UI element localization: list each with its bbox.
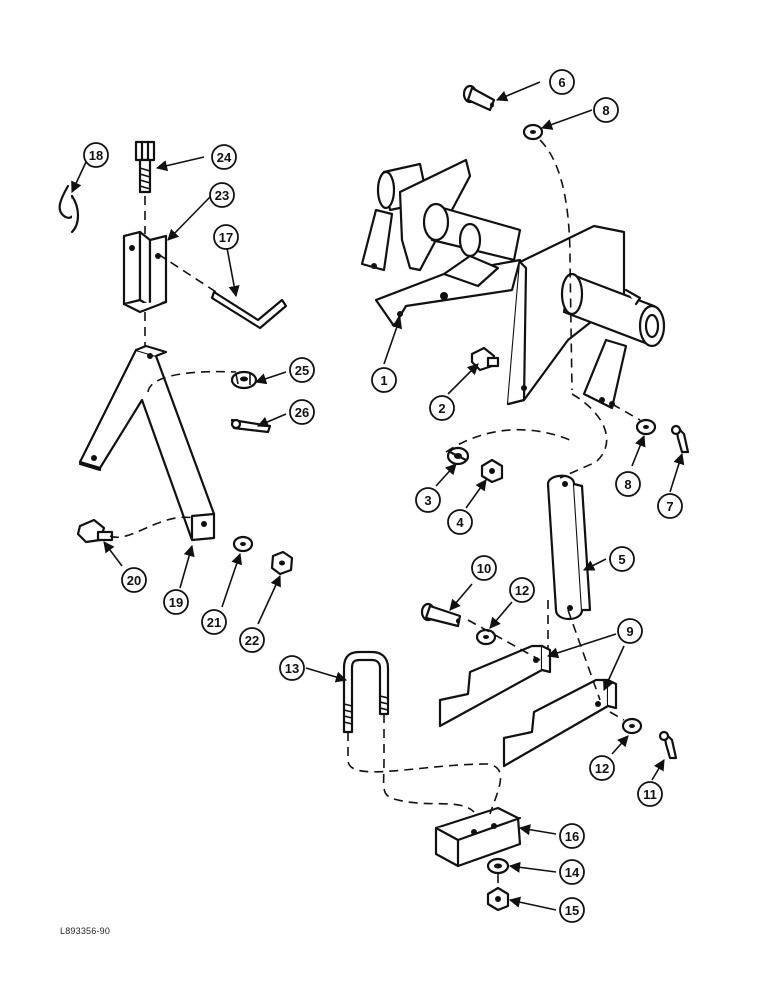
callout-2: 2 [429, 395, 455, 421]
svg-text:12: 12 [515, 583, 529, 598]
part-nut-4 [480, 458, 504, 484]
drawing-code: L893356-90 [60, 926, 111, 936]
part-cotter-pin-26 [230, 418, 272, 434]
callout-10: 10 [471, 555, 497, 581]
part-plate-9-lower [502, 678, 618, 768]
callout-26: 26 [289, 399, 315, 425]
callout-15: 15 [559, 897, 585, 923]
svg-text:1: 1 [380, 373, 387, 388]
callout-8-right: 8 [615, 471, 641, 497]
callout-9: 9 [617, 618, 643, 644]
svg-text:7: 7 [666, 499, 673, 514]
svg-text:24: 24 [217, 150, 232, 165]
svg-text:2: 2 [438, 401, 445, 416]
svg-text:11: 11 [643, 787, 657, 802]
svg-text:26: 26 [295, 405, 309, 420]
part-vbracket-19 [78, 344, 216, 542]
part-lock-washer-14 [486, 857, 510, 875]
callout-1: 1 [371, 367, 397, 393]
callout-13: 13 [279, 655, 305, 681]
svg-text:9: 9 [626, 624, 633, 639]
part-washer-12-upper [475, 628, 497, 646]
part-washer-12-lower [621, 717, 643, 735]
svg-text:21: 21 [207, 615, 221, 630]
callout-12-upper: 12 [509, 577, 535, 603]
svg-text:3: 3 [424, 493, 431, 508]
part-clevis-bracket-23 [122, 230, 168, 314]
svg-text:10: 10 [477, 561, 491, 576]
leader-lines [71, 81, 685, 911]
svg-text:13: 13 [285, 661, 299, 676]
svg-text:15: 15 [565, 903, 579, 918]
svg-text:4: 4 [456, 515, 464, 530]
part-ubolt-13 [342, 650, 390, 734]
callout-11: 11 [637, 781, 663, 807]
assembly-lines [109, 139, 641, 888]
svg-text:22: 22 [245, 633, 259, 648]
part-washer-8-top [522, 123, 544, 141]
part-washer-8-right [635, 418, 657, 436]
svg-text:23: 23 [215, 188, 229, 203]
part-washer-21 [232, 535, 254, 553]
part-bolt-20 [76, 518, 114, 544]
part-lpin-17 [210, 290, 288, 330]
callout-12-lower: 12 [589, 755, 615, 781]
callout-17: 17 [213, 224, 239, 250]
callout-14: 14 [559, 859, 585, 885]
callout-5: 5 [609, 546, 635, 572]
part-bolt-24 [134, 140, 156, 194]
callout-3: 3 [415, 487, 441, 513]
part-pin-6 [462, 84, 496, 112]
part-hairpin-18 [58, 184, 80, 234]
part-main-frame-1 [360, 158, 666, 410]
svg-text:18: 18 [89, 148, 103, 163]
part-lock-washer-3 [446, 446, 470, 466]
svg-text:8: 8 [602, 103, 609, 118]
callout-22: 22 [239, 627, 265, 653]
svg-text:25: 25 [295, 363, 309, 378]
part-nut-15 [486, 886, 510, 912]
svg-text:8: 8 [624, 477, 631, 492]
part-link-bar-5 [546, 474, 592, 621]
svg-text:12: 12 [595, 761, 609, 776]
callout-19: 19 [163, 589, 189, 615]
callout-20: 20 [121, 567, 147, 593]
callout-23: 23 [209, 182, 235, 208]
part-clevis-pin-10 [420, 602, 462, 628]
callout-8-top: 8 [593, 97, 619, 123]
svg-text:14: 14 [565, 865, 580, 880]
callout-7: 7 [657, 493, 683, 519]
svg-text:17: 17 [219, 230, 233, 245]
callout-21: 21 [201, 609, 227, 635]
svg-text:6: 6 [558, 75, 565, 90]
part-plate-9-upper [438, 644, 552, 728]
callout-4: 4 [447, 509, 473, 535]
svg-text:20: 20 [127, 573, 141, 588]
part-cotter-pin-11 [658, 730, 678, 760]
part-cotter-pin-7 [670, 424, 690, 454]
callout-16: 16 [559, 823, 585, 849]
callout-18: 18 [83, 142, 109, 168]
part-nut-22 [270, 550, 294, 576]
callout-6: 6 [549, 69, 575, 95]
callout-24: 24 [211, 144, 237, 170]
part-channel-clamp-16 [434, 806, 522, 868]
part-castle-nut-25 [230, 370, 258, 390]
callout-25: 25 [289, 357, 315, 383]
svg-text:16: 16 [565, 829, 579, 844]
svg-text:5: 5 [618, 552, 625, 567]
svg-text:19: 19 [169, 595, 183, 610]
